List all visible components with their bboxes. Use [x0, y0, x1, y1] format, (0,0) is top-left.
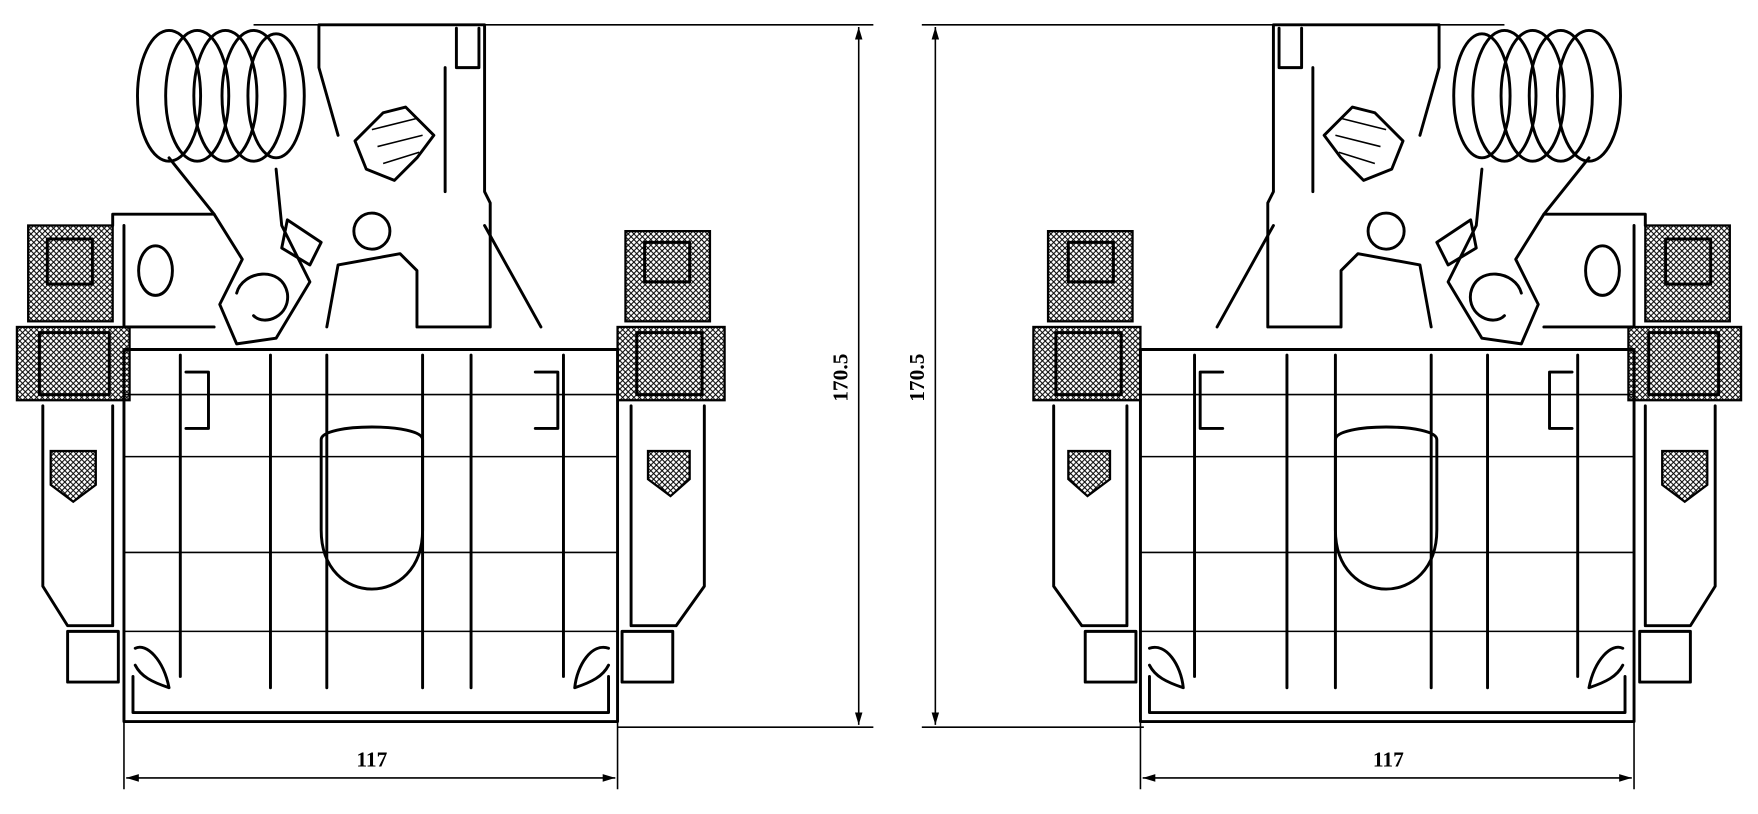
- width-dimension-label-left: 117: [356, 748, 387, 772]
- height-dimension-label-left: 170.5: [828, 354, 852, 402]
- width-dimension-label-right: 117: [1373, 748, 1404, 772]
- height-dimension-label-right: 170.5: [905, 354, 929, 402]
- caliper-left-view: 170.5 117: [15, 23, 874, 790]
- caliper-right-view: 170.5 117: [905, 23, 1743, 790]
